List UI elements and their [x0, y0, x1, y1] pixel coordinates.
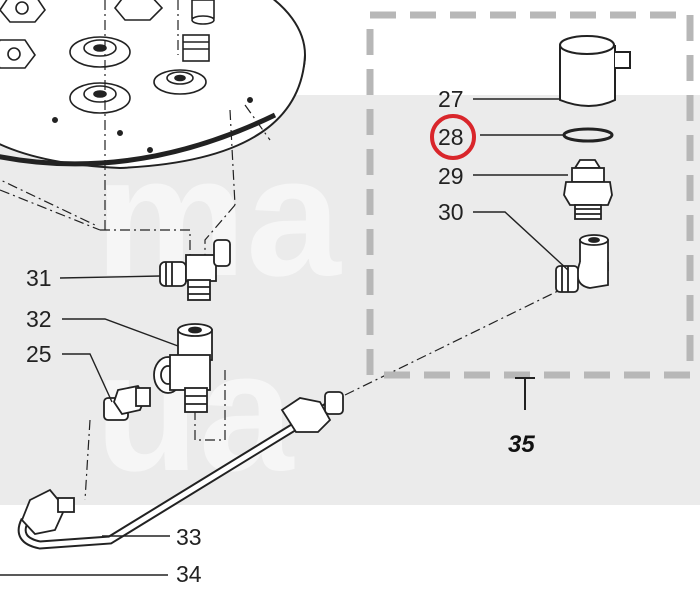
callout-35: 35: [508, 431, 535, 458]
flange-nut: [0, 0, 46, 23]
flange-boss: [69, 82, 131, 114]
flange-nut: [0, 39, 36, 69]
construction-lines: [0, 0, 561, 501]
callout-32: 32: [26, 306, 52, 332]
flange-fitting: [182, 34, 210, 62]
flange-boss: [153, 69, 207, 95]
boiler-flange: [0, 0, 306, 170]
leader-lines: [0, 98, 569, 576]
callout-28: 28: [438, 124, 464, 150]
part-32-elbow: [153, 323, 213, 413]
highlight-circle-28: [430, 114, 476, 160]
kit-35-boundary: [366, 11, 694, 379]
callout-30: 30: [438, 199, 464, 225]
part-28-o-ring: [562, 127, 614, 143]
flange-fitting: [191, 0, 215, 25]
flange-nut: [113, 0, 164, 21]
callout-27: 27: [438, 86, 464, 112]
callout-29: 29: [438, 163, 464, 189]
flange-boss: [69, 36, 131, 68]
part-30-elbow: [555, 234, 609, 293]
callout-34: 34: [176, 561, 202, 587]
part-27-cap: [559, 35, 631, 107]
part-31-tee: [159, 239, 231, 301]
part-25-adapter: [103, 384, 151, 421]
part-29-valve: [563, 159, 613, 220]
callout-25: 25: [26, 341, 52, 367]
callout-33: 33: [176, 524, 202, 550]
part-33-tube: [17, 391, 344, 550]
callout-31: 31: [26, 265, 52, 291]
